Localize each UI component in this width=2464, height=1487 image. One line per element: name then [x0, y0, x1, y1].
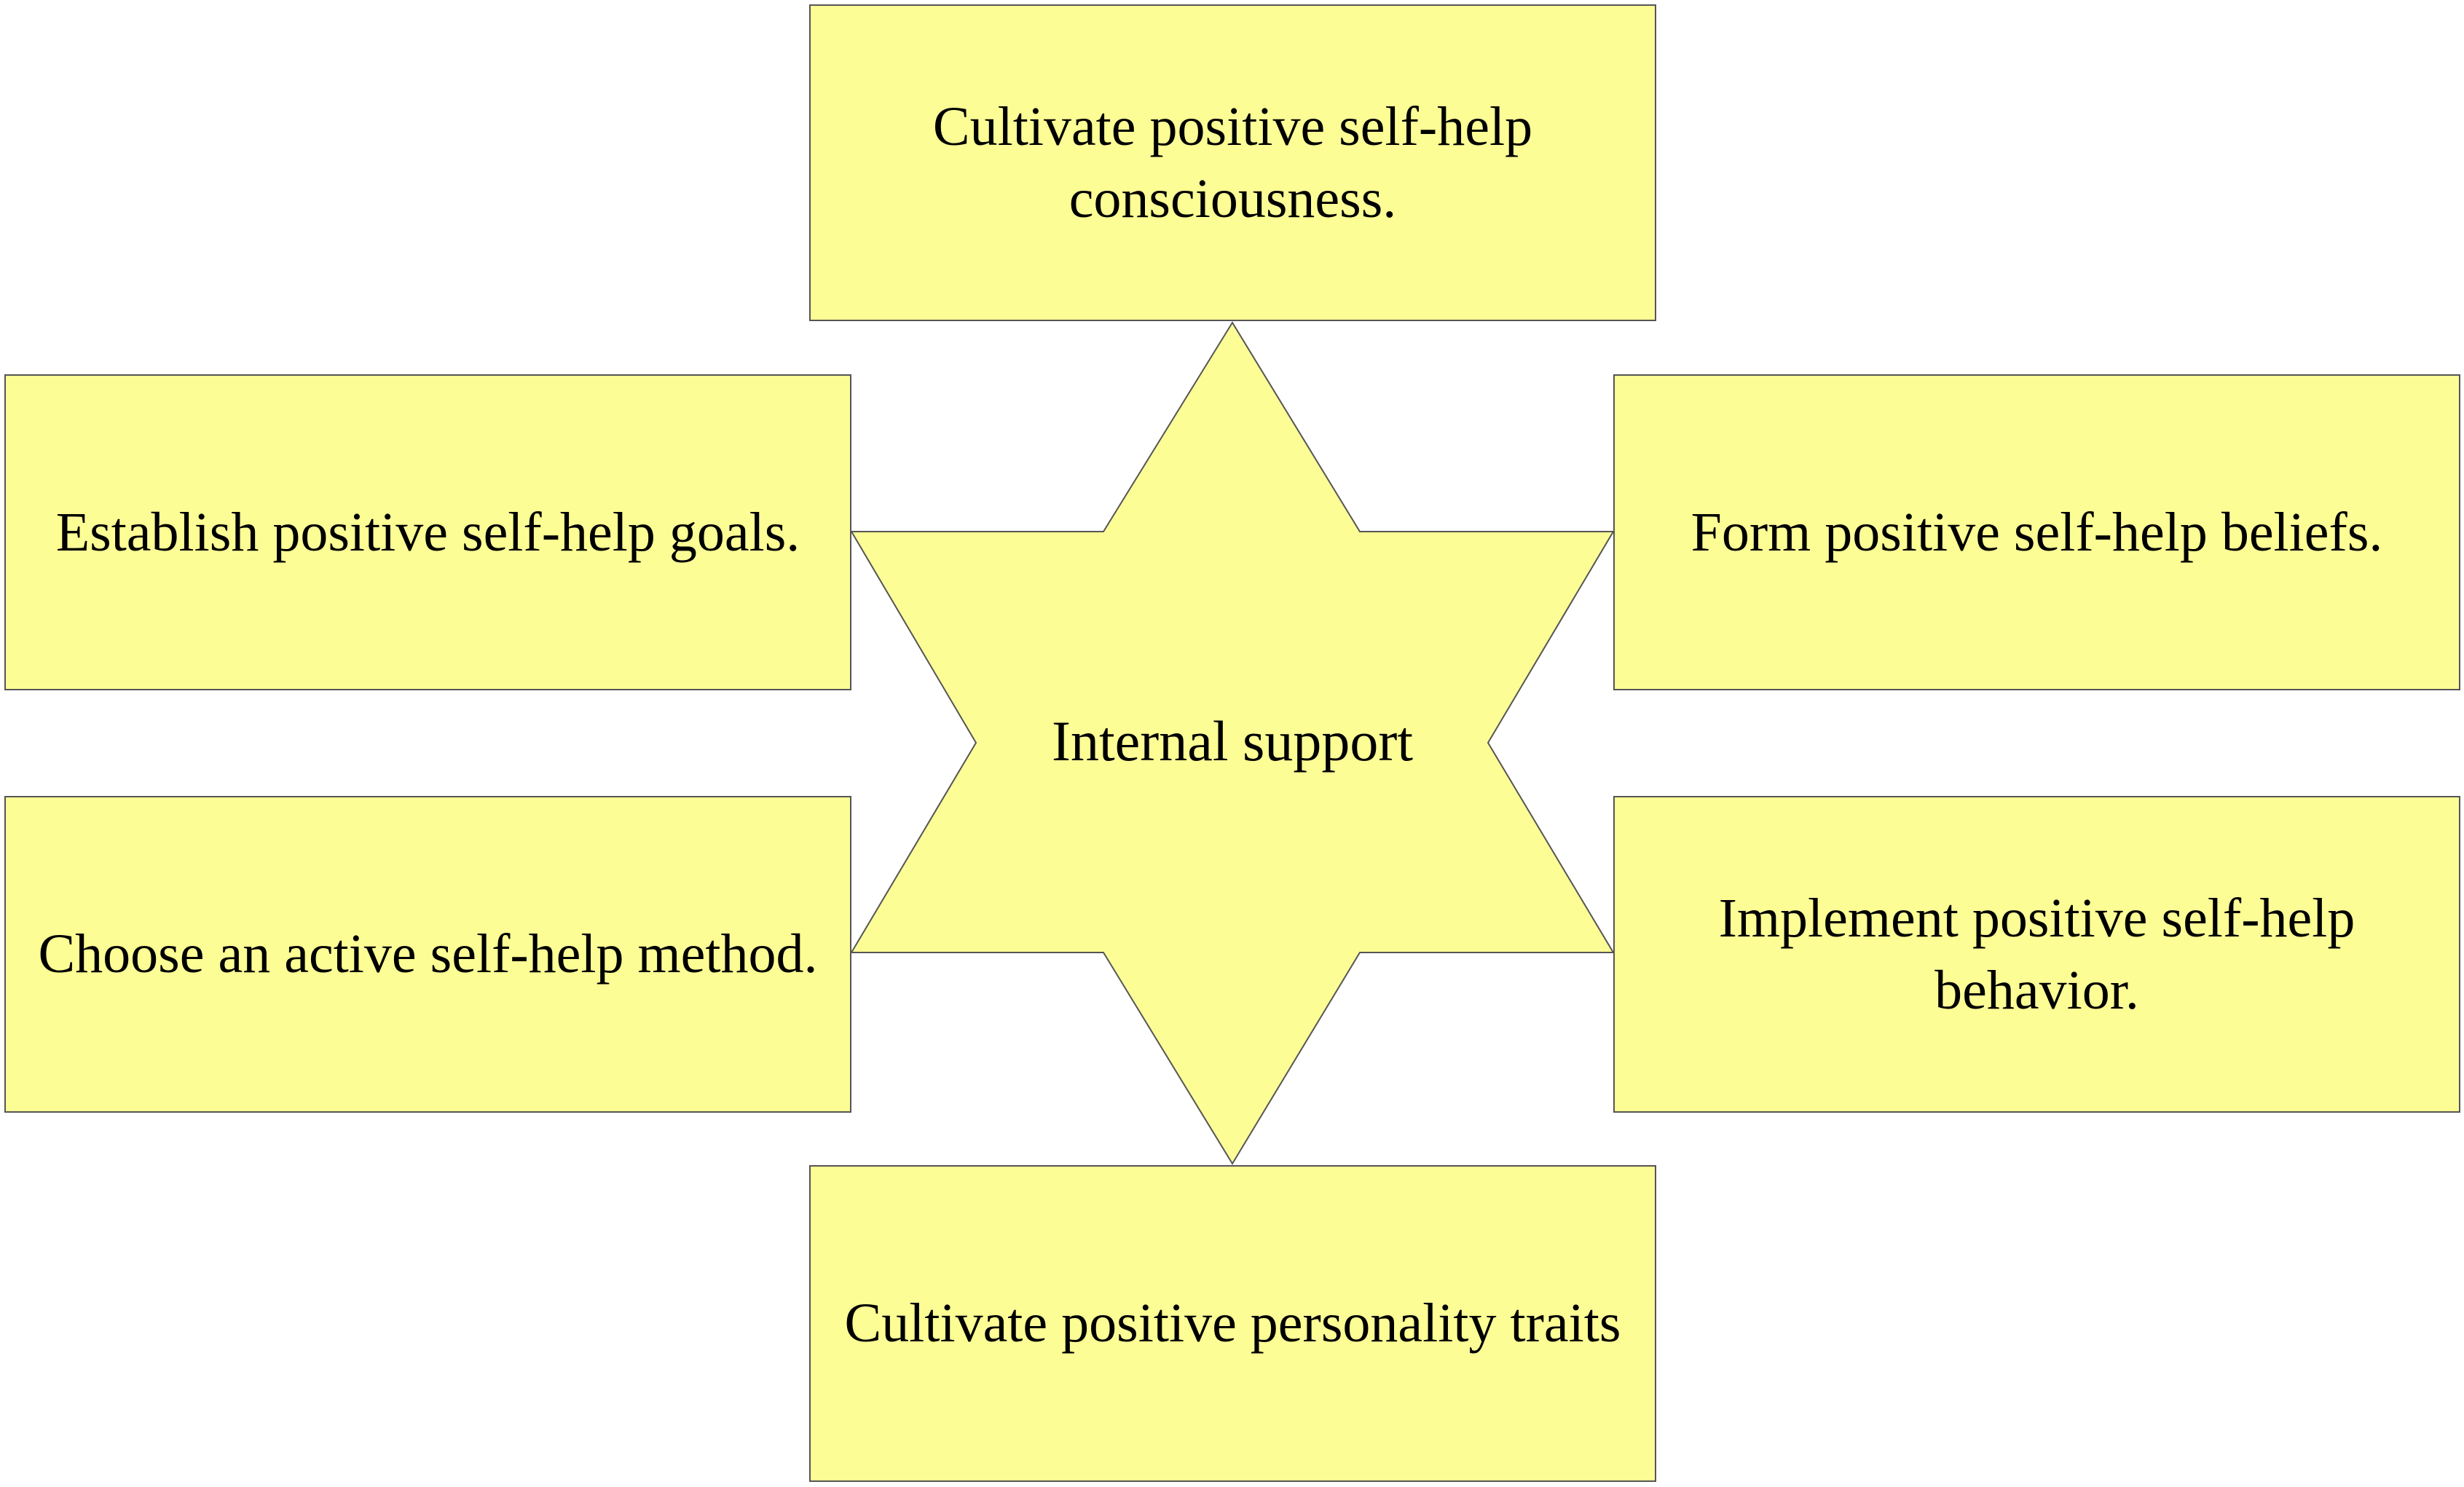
box-lower-right-text: Implement positive self-help behavior. — [1718, 887, 2355, 1021]
box-upper-right-text: Form positive self-help beliefs. — [1690, 501, 2383, 563]
box-choose-method: Choose an active self-help method. — [4, 796, 851, 1113]
box-cultivate-consciousness: Cultivate positive self-help consciousne… — [809, 4, 1656, 321]
box-top-text: Cultivate positive self-help consciousne… — [932, 95, 1533, 229]
box-lower-left-text: Choose an active self-help method. — [38, 923, 818, 985]
box-establish-goals: Establish positive self-help goals. — [4, 374, 851, 690]
box-bottom-text: Cultivate positive personality traits — [844, 1293, 1621, 1354]
box-form-beliefs: Form positive self-help beliefs. — [1613, 374, 2460, 690]
box-cultivate-personality: Cultivate positive personality traits — [809, 1165, 1656, 1482]
box-upper-left-text: Establish positive self-help goals. — [55, 501, 800, 563]
center-label: Internal support — [1051, 709, 1414, 773]
box-implement-behavior: Implement positive self-help behavior. — [1613, 796, 2460, 1113]
